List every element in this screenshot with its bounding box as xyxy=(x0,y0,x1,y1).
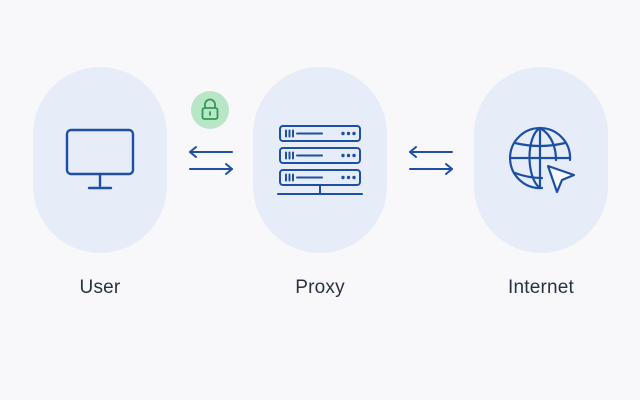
user-node xyxy=(33,67,167,253)
secure-connection-badge xyxy=(191,91,229,129)
bidirectional-arrows-icon xyxy=(409,146,453,175)
bidirectional-arrows-icon xyxy=(189,146,233,175)
lock-icon xyxy=(201,98,219,120)
proxy-node xyxy=(253,67,387,253)
monitor-icon xyxy=(65,128,135,190)
proxy-label: Proxy xyxy=(295,277,345,298)
internet-label: Internet xyxy=(507,277,575,298)
server-rack-icon xyxy=(277,125,363,195)
globe-cursor-icon xyxy=(508,126,576,194)
user-label: User xyxy=(79,277,121,298)
